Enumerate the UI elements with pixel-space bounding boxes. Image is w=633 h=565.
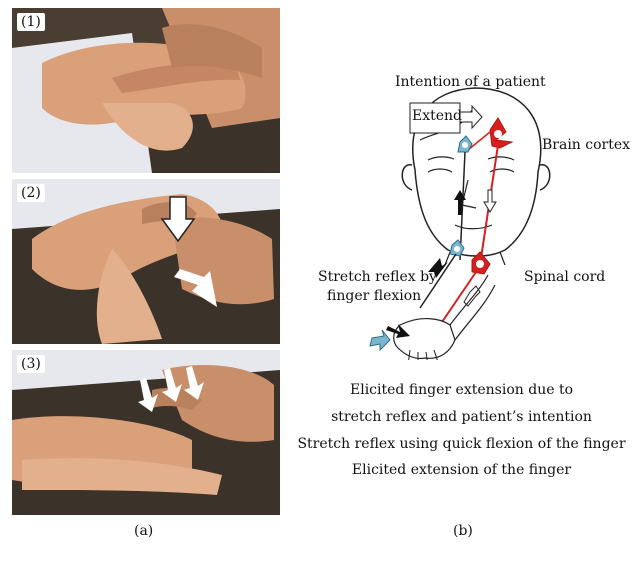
legend-line-3: Stretch reflex using quick flexion of th…	[297, 436, 626, 452]
photo-step-1-image	[12, 8, 280, 173]
spinal-cord-label: Spinal cord	[524, 269, 606, 285]
neural-pathway-diagram	[300, 60, 633, 360]
cortical-interneuron	[457, 135, 473, 261]
up-arrow-black	[454, 190, 466, 215]
mouth	[454, 224, 493, 230]
right-ear	[539, 164, 551, 191]
eye-right	[489, 168, 515, 173]
diagram-illustration	[369, 87, 551, 360]
caption-b: (b)	[453, 523, 473, 539]
spinal-sensory-neuron	[449, 239, 465, 257]
down-arrow-white	[483, 189, 497, 213]
hand-fingers	[408, 349, 438, 360]
stretch-reflex-label-line1: Stretch reflex by	[318, 269, 437, 285]
photo-step-3: (3)	[12, 350, 280, 515]
spinal-motor-neuron	[419, 251, 491, 326]
forearm	[449, 274, 496, 341]
head-outline	[412, 87, 542, 257]
legend-line-2: stretch reflex and patient’s intention	[331, 409, 592, 425]
legend-line-1: Elicited finger extension due to	[350, 382, 573, 398]
legend-line-4: Elicited extension of the finger	[351, 462, 572, 478]
photo-step-2: (2)	[12, 179, 280, 344]
left-ear	[401, 164, 413, 191]
photo-step-2-image	[12, 179, 280, 344]
extend-arrow	[459, 104, 483, 130]
extend-label: Extend	[412, 108, 463, 124]
photo-step-1: (1)	[12, 8, 280, 173]
finger-extend-arrow-blue	[369, 329, 391, 352]
caption-a: (a)	[134, 523, 154, 539]
stretch-reflex-label-line2: finger flexion	[327, 288, 422, 304]
photo-label: (3)	[17, 355, 45, 373]
eye-left	[427, 168, 453, 173]
reflex-arrow-black	[428, 258, 448, 278]
brain-cortex-label: Brain cortex	[542, 137, 631, 153]
brow-right	[487, 156, 515, 161]
finger-flex-arrow-black	[386, 324, 410, 338]
descending-arrow-white	[463, 285, 481, 307]
photo-step-3-image	[12, 350, 280, 515]
neck	[444, 251, 506, 266]
photo-label: (2)	[17, 184, 45, 202]
hand-outline	[393, 318, 456, 360]
photo-label: (1)	[17, 13, 45, 31]
brow-left	[427, 156, 455, 161]
intention-label: Intention of a patient	[395, 74, 546, 90]
